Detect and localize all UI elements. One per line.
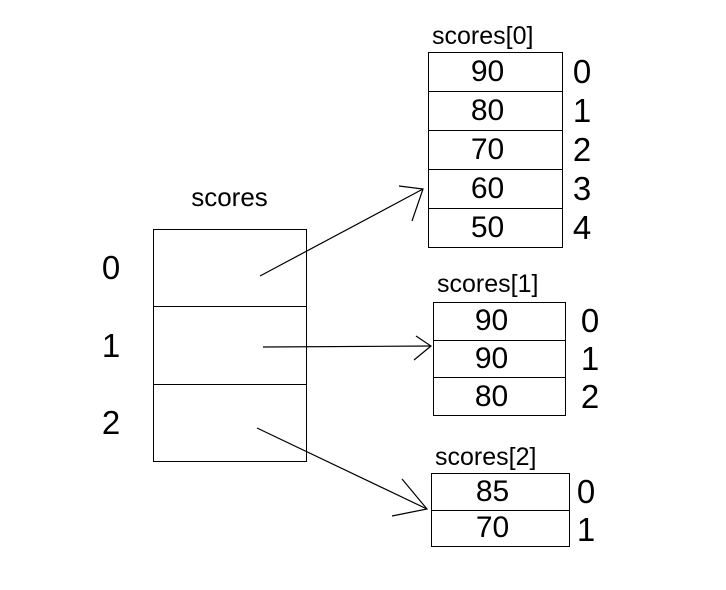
sub-array-0-cell-0: 90: [470, 55, 505, 88]
sub-array-1-index-1: 1: [580, 340, 600, 377]
sub-array-1-cell-0: 90: [474, 304, 509, 338]
sub-array-0-title: scores[0]: [432, 22, 534, 50]
sub-array-1-index-0: 0: [580, 302, 600, 339]
main-array-cell-2: [154, 383, 306, 461]
sub-array-2-title: scores[2]: [435, 443, 537, 471]
sub-array-1-index-2: 2: [580, 378, 600, 415]
sub-array-0-index-1: 1: [572, 91, 592, 129]
sub-array-2-box: 85 70: [431, 473, 570, 547]
sub-array-0-cell-2: 70: [429, 130, 562, 169]
main-array-box: [153, 229, 307, 462]
sub-array-0-cell-1: 80: [429, 91, 562, 130]
sub-array-0-cell-4: 50: [429, 208, 562, 247]
main-array-index-0: 0: [101, 248, 121, 286]
sub-array-2-cell-1: 70: [432, 509, 569, 547]
sub-array-0-cell-3: 60: [429, 169, 562, 208]
main-array-cell-0: [154, 230, 306, 306]
sub-array-1-box: 90 90 80: [433, 302, 566, 416]
sub-array-0-index-4: 4: [572, 209, 592, 247]
main-array-index-2: 2: [101, 404, 121, 442]
sub-array-2-cell-0: 85: [475, 474, 510, 508]
sub-array-2-index-column: 0 1: [572, 473, 600, 548]
main-array-title: scores: [191, 182, 268, 212]
sub-array-1-cell-1: 90: [434, 339, 565, 378]
sub-array-0-index-column: 0 1 2 3 4: [568, 52, 596, 248]
sub-array-0-index-3: 3: [572, 170, 592, 208]
sub-array-0-index-0: 0: [572, 52, 592, 90]
sub-array-1-title: scores[1]: [437, 270, 539, 298]
main-array-cell-1: [154, 306, 306, 383]
main-array-index-column: 0 1 2: [94, 229, 128, 462]
sub-array-1-cell-2: 80: [434, 377, 565, 415]
sub-array-2-index-0: 0: [576, 473, 596, 510]
sub-array-0-index-2: 2: [572, 131, 592, 168]
sub-array-2-index-1: 1: [576, 511, 596, 548]
main-array-index-1: 1: [101, 326, 121, 364]
sub-array-1-index-column: 0 1 2: [576, 302, 604, 416]
sub-array-0-box: 90 80 70 60 50: [428, 52, 563, 248]
